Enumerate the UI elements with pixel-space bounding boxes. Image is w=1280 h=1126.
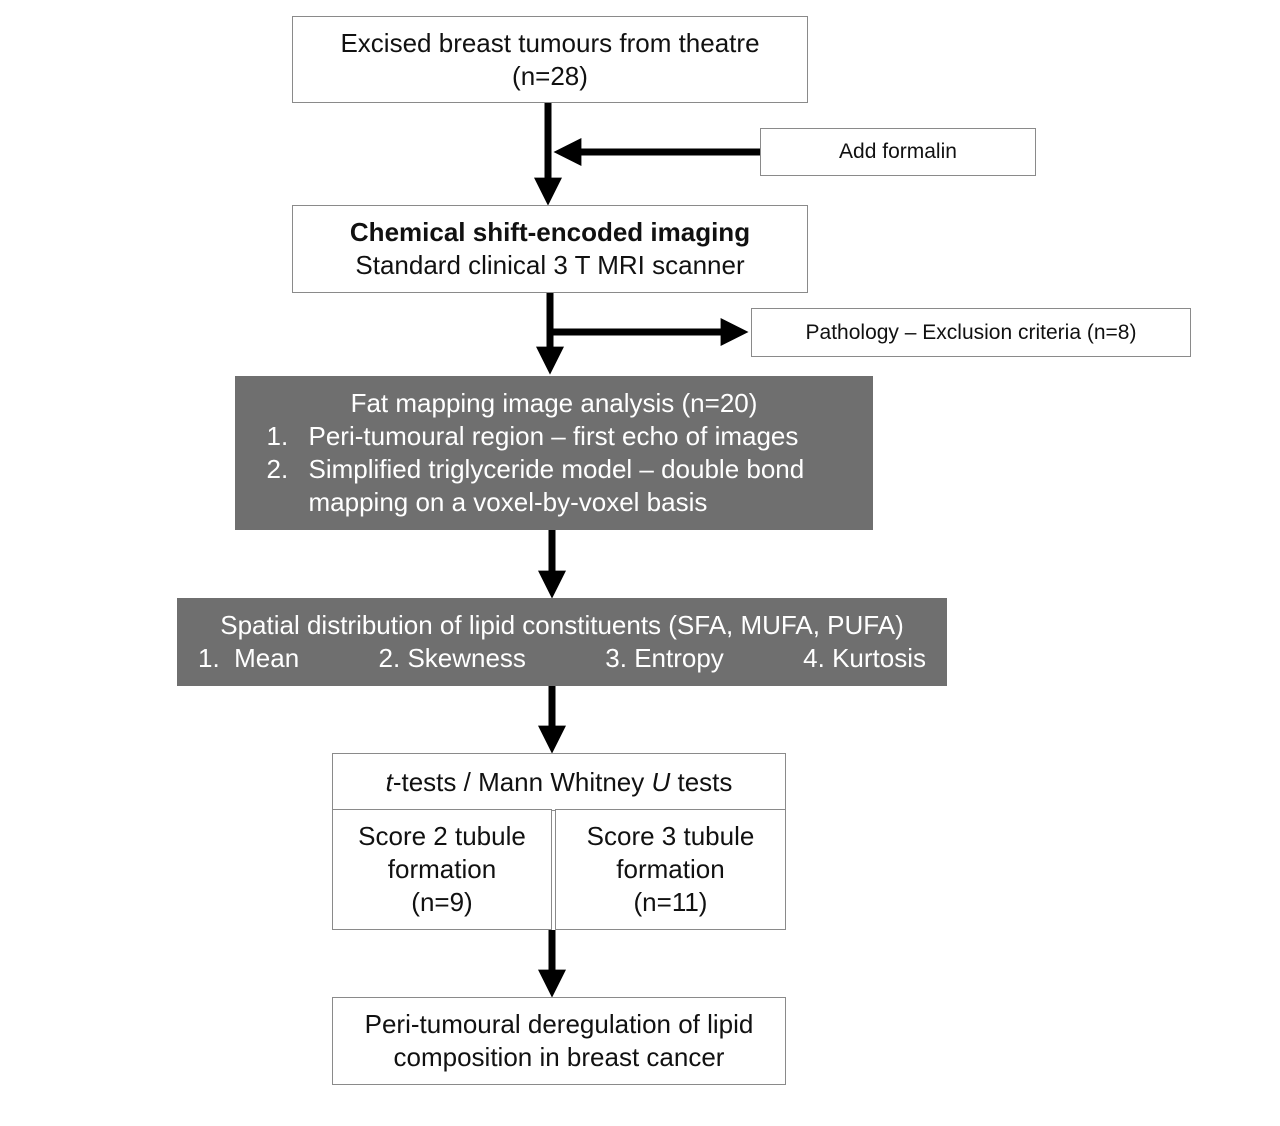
tests-header-u: U [651,766,671,797]
outcome-line1: Peri-tumoural deregulation of lipid [364,1009,754,1039]
analysis-step-number: 2. [266,454,289,484]
formalin-label: Add formalin [839,140,957,163]
group-score3-line1: Score 3 tubule [586,821,755,851]
exclusion-label: Pathology – Exclusion criteria (n=8) [805,320,1137,344]
exclusion-box: Pathology – Exclusion criteria (n=8) [751,308,1191,357]
spatial-title: Spatial distribution of lipid constituen… [220,610,904,640]
analysis-step-number: 1. [266,421,289,451]
spatial-metrics: 1. Mean 2. Skewness 3. Entropy 4. Kurtos… [198,642,926,675]
start-box-line1: Excised breast tumours from theatre [340,27,760,58]
group-score3-box: Score 3 tubule formation (n=11) [555,809,786,930]
analysis-step-text: Simplified triglyceride model – double b… [308,454,805,517]
tests-header-box: t-tests / Mann Whitney U tests [332,753,786,811]
tests-header-mid: -tests / Mann Whitney [392,766,652,797]
imaging-title: Chemical shift-encoded imaging [349,217,751,247]
analysis-steps: 1. Peri-tumoural region – first echo of … [267,420,842,519]
analysis-step: 2. Simplified triglyceride model – doubl… [267,453,842,519]
group-score2-line1: Score 2 tubule [358,821,526,851]
group-score2-box: Score 2 tubule formation (n=9) [332,809,552,930]
imaging-subtitle: Standard clinical 3 T MRI scanner [355,250,745,280]
outcome-box: Peri-tumoural deregulation of lipid comp… [332,997,786,1085]
group-score2-line3: (n=9) [411,887,473,917]
tests-header-t: t [385,766,393,797]
metric-kurtosis: 4. Kurtosis [803,643,926,673]
analysis-step: 1. Peri-tumoural region – first echo of … [267,420,842,453]
start-box: Excised breast tumours from theatre (n=2… [292,16,808,103]
metric-mean: 1. Mean [198,643,300,673]
tests-header: t-tests / Mann Whitney U tests [386,766,733,799]
analysis-title: Fat mapping image analysis (n=20) [350,388,758,418]
tests-header-end: tests [670,766,733,797]
metric-entropy: 3. Entropy [605,643,724,673]
formalin-box: Add formalin [760,128,1036,176]
analysis-step-text: Peri-tumoural region – first echo of ima… [308,421,799,451]
group-score3-line3: (n=11) [633,887,708,917]
spatial-box: Spatial distribution of lipid constituen… [177,598,947,686]
start-box-line2: (n=28) [512,60,588,91]
metric-skewness: 2. Skewness [378,643,526,673]
imaging-box: Chemical shift-encoded imaging Standard … [292,205,808,293]
group-score3-line2: formation [616,854,725,884]
analysis-box: Fat mapping image analysis (n=20) 1. Per… [235,376,873,530]
outcome-line2: composition in breast cancer [393,1042,725,1072]
group-score2-line2: formation [387,854,497,884]
